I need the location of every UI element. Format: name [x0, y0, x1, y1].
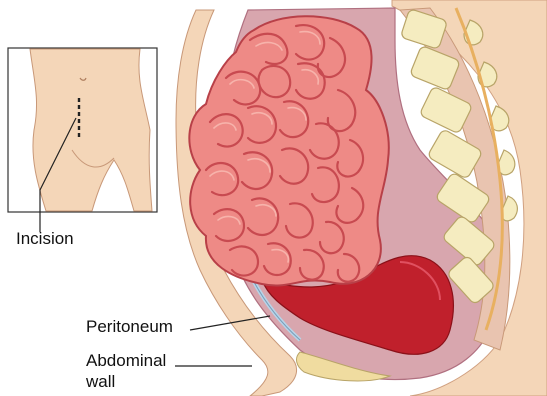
torso-skin	[30, 49, 152, 211]
incision-label: Incision	[16, 229, 74, 249]
abdominal-wall-label-line1: Abdominal	[86, 351, 166, 371]
intestine-mass	[189, 16, 388, 285]
torso-inset	[8, 48, 157, 232]
abdominal-wall-label-line2: wall	[86, 372, 115, 392]
peritoneum-label: Peritoneum	[86, 317, 173, 337]
intestines	[189, 16, 388, 285]
